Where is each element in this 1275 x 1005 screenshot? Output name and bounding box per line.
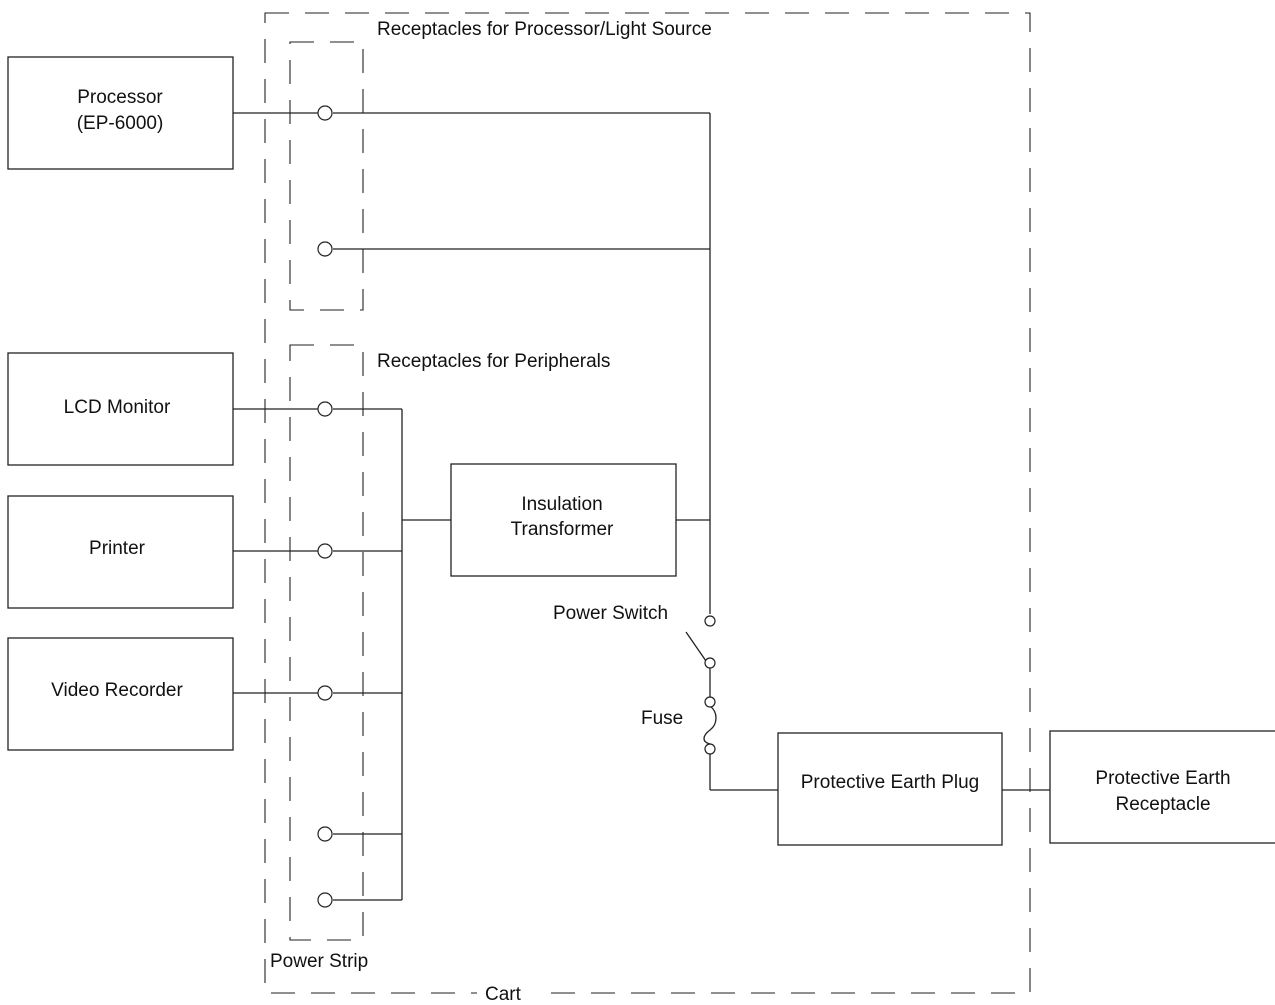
protective-earth-receptacle-line1: Protective Earth <box>1095 768 1230 789</box>
receptacle-peripheral-1 <box>317 401 333 417</box>
receptacle-processor-2 <box>317 241 333 257</box>
processor-box <box>7 56 234 170</box>
lcd-monitor-box <box>7 352 234 466</box>
processor-model: (EP-6000) <box>77 113 164 134</box>
insulation-transformer-line1: Insulation <box>521 494 602 515</box>
processor-name: Processor <box>77 87 163 108</box>
peripheral-receptacles-title: Receptacles for Peripherals <box>377 351 610 372</box>
fuse-terminal-bottom <box>704 743 716 755</box>
switch-terminal-bottom <box>704 657 716 669</box>
video-recorder-box <box>7 637 234 751</box>
cart-label: Cart <box>485 984 522 1005</box>
power-switch-label: Power Switch <box>553 603 668 624</box>
receptacle-processor-1 <box>317 105 333 121</box>
receptacle-peripheral-3 <box>317 685 333 701</box>
wiring <box>233 112 1050 901</box>
fuse-terminal-top <box>704 696 716 708</box>
processor-receptacle-group <box>289 41 364 311</box>
receptacle-peripheral-5 <box>317 892 333 908</box>
protective-earth-receptacle-box <box>1049 730 1275 844</box>
printer-box <box>7 495 234 609</box>
peripheral-receptacle-group <box>289 344 364 941</box>
receptacle-peripheral-2 <box>317 543 333 559</box>
receptacle-peripheral-4 <box>317 826 333 842</box>
power-strip-label: Power Strip <box>270 951 368 972</box>
protective-earth-receptacle-line2: Receptacle <box>1115 794 1210 815</box>
lcd-monitor-label: LCD Monitor <box>64 397 171 418</box>
processor-receptacles-title: Receptacles for Processor/Light Source <box>377 19 712 40</box>
insulation-transformer-box <box>450 463 677 577</box>
protective-earth-plug-box <box>777 732 1003 846</box>
insulation-transformer-line2: Transformer <box>511 519 614 540</box>
video-recorder-label: Video Recorder <box>51 680 183 701</box>
cart-boundary <box>264 12 1031 994</box>
protective-earth-plug-label: Protective Earth Plug <box>801 772 979 793</box>
fuse-label: Fuse <box>641 708 683 729</box>
switch-terminal-top <box>704 615 716 627</box>
printer-label: Printer <box>89 538 146 559</box>
